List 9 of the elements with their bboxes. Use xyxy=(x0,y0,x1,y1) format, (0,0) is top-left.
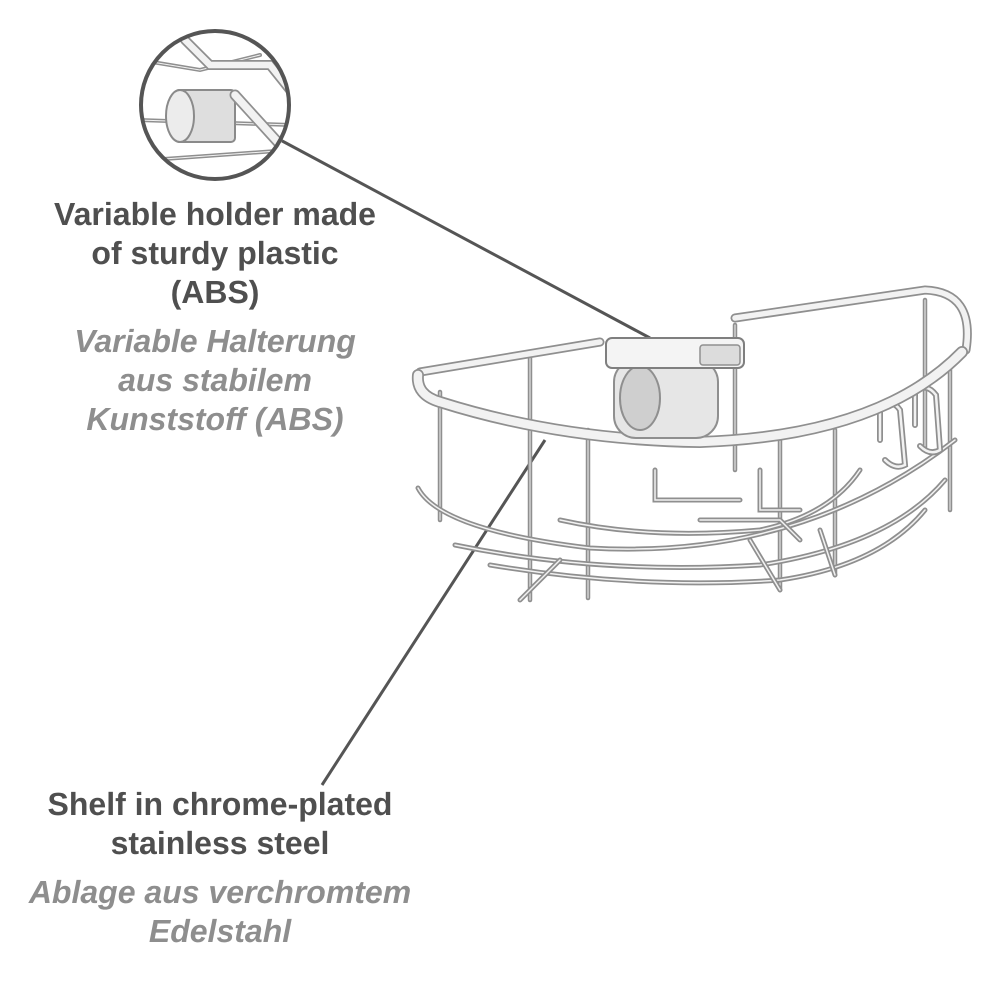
holder-drawing xyxy=(605,337,745,439)
holder-closeup-drawing xyxy=(139,29,291,181)
callout-heading: Variable holder made of sturdy plastic (ABS) xyxy=(53,195,377,312)
callout-translation: Variable Halterung aus stabilem Kunststoff (ABS) xyxy=(73,322,357,439)
callout-heading: Shelf in chrome-plated stainless steel xyxy=(46,785,394,863)
wire-basket-drawing xyxy=(412,286,972,602)
callout-translation: Ablage aus verchromtem Edelstahl xyxy=(27,873,412,951)
leader-line xyxy=(320,439,546,786)
leader-line xyxy=(281,140,651,340)
